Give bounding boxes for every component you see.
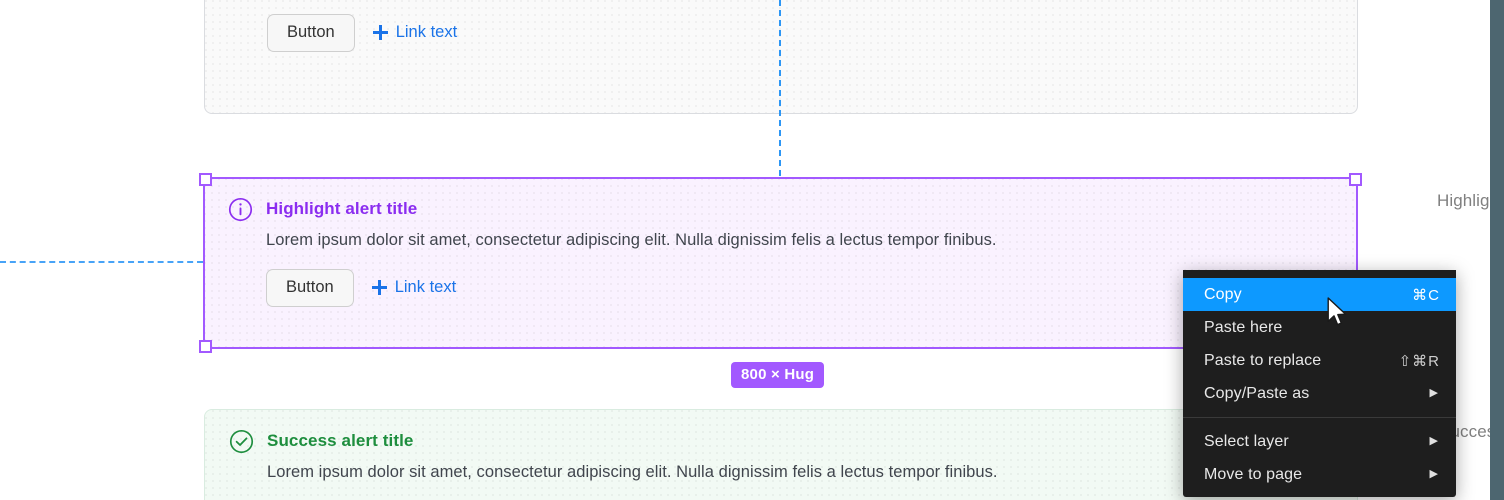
menu-item-paste-to-replace-shortcut: ⇧⌘R: [1398, 352, 1440, 370]
menu-item-select-layer[interactable]: Select layer ▶: [1183, 425, 1456, 458]
alert-default-link[interactable]: Link text: [369, 23, 457, 42]
alert-success-body: Lorem ipsum dolor sit amet, consectetur …: [267, 463, 998, 481]
alert-highlight-actions: Button Link text: [266, 269, 1334, 307]
menu-item-move-to-page-label: Move to page: [1204, 465, 1303, 483]
context-menu[interactable]: Copy ⌘C Paste here Paste to replace ⇧⌘R …: [1183, 270, 1456, 497]
check-circle-icon: [229, 429, 254, 453]
plus-icon: [372, 25, 388, 41]
menu-item-copy-label: Copy: [1204, 285, 1242, 303]
menu-item-select-layer-label: Select layer: [1204, 432, 1289, 450]
menu-item-paste-to-replace-label: Paste to replace: [1204, 351, 1322, 369]
horizontal-alignment-guide: [0, 261, 203, 263]
chevron-right-icon: ▶: [1429, 435, 1438, 447]
alert-default-link-label: Link text: [395, 23, 458, 42]
alert-highlight-header: Highlight alert title: [228, 196, 1334, 222]
alert-card-highlight[interactable]: Highlight alert title Lorem ipsum dolor …: [204, 178, 1358, 349]
alert-highlight-body: Lorem ipsum dolor sit amet, consectetur …: [266, 231, 997, 249]
menu-item-paste-here-label: Paste here: [1204, 318, 1283, 336]
alert-highlight-title: Highlight alert title: [266, 199, 418, 218]
alert-highlight-button[interactable]: Button: [266, 269, 354, 307]
menu-item-paste-to-replace[interactable]: Paste to replace ⇧⌘R: [1183, 344, 1456, 377]
alert-highlight-link-label: Link text: [394, 278, 457, 297]
alert-success-title: Success alert title: [267, 431, 414, 450]
menu-item-copy[interactable]: Copy ⌘C: [1183, 278, 1456, 311]
alert-card-success[interactable]: Success alert title Lorem ipsum dolor si…: [204, 409, 1358, 500]
alert-success-header: Success alert title: [229, 428, 1333, 454]
chevron-right-icon: ▶: [1429, 387, 1438, 399]
plus-icon: [371, 280, 387, 296]
menu-item-copy-paste-as[interactable]: Copy/Paste as ▶: [1183, 377, 1456, 410]
alert-highlight-content: Highlight alert title Lorem ipsum dolor …: [204, 178, 1358, 329]
menu-item-paste-here[interactable]: Paste here: [1183, 311, 1456, 344]
alert-highlight-link[interactable]: Link text: [368, 278, 456, 297]
vertical-alignment-guide: [779, 0, 781, 176]
alert-default-actions: Button Link text: [267, 14, 1333, 52]
menu-item-move-to-page[interactable]: Move to page ▶: [1183, 458, 1456, 491]
menu-item-copy-paste-as-label: Copy/Paste as: [1204, 384, 1310, 402]
right-edge-strip: [1490, 0, 1504, 500]
alert-card-default[interactable]: Lorem ipsum dolor sit amet, consectetur …: [204, 0, 1358, 114]
chevron-right-icon: ▶: [1429, 468, 1438, 480]
row-label-highlight: Highlight: [1436, 191, 1504, 210]
size-badge: 800 × Hug: [731, 362, 825, 388]
alert-default-button[interactable]: Button: [267, 14, 355, 52]
menu-item-copy-shortcut: ⌘C: [1412, 286, 1440, 304]
menu-separator: [1183, 417, 1456, 418]
alert-default-content: Lorem ipsum dolor sit amet, consectetur …: [205, 0, 1357, 74]
info-circle-icon: [228, 197, 253, 221]
alert-success-content: Success alert title Lorem ipsum dolor si…: [205, 410, 1357, 500]
